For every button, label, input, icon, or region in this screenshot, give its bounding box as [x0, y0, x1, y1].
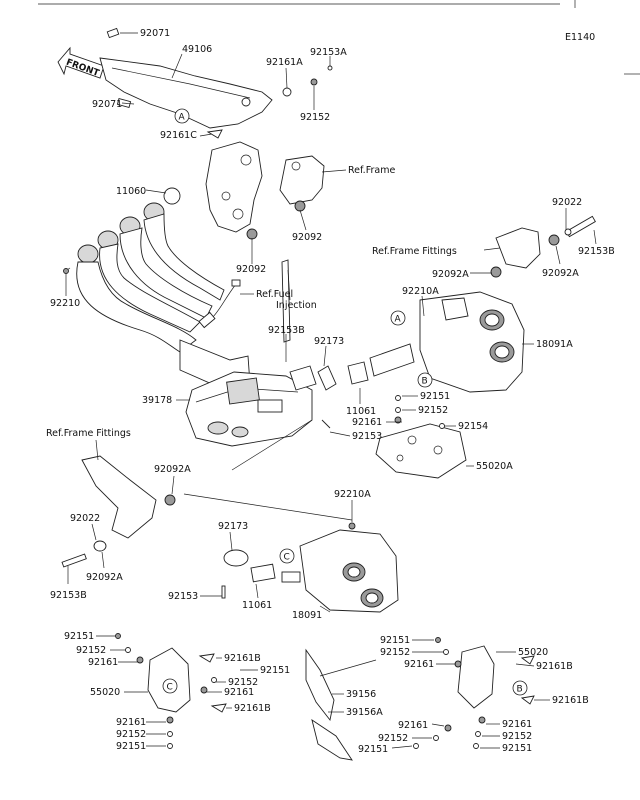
callout-a-1-text: A: [179, 113, 186, 123]
callout-a-2: A: [390, 310, 406, 326]
callout-c-2-text: C: [167, 683, 173, 693]
label-92151-right-2: 92151: [358, 744, 388, 755]
label-92153-mid: 92153: [352, 431, 382, 442]
cover-55020-left: [115, 633, 227, 749]
label-92161b-left-1: 92161B: [224, 653, 261, 664]
label-ref-frame: Ref.Frame: [348, 165, 395, 176]
label-ref-frame-fittings-lower: Ref.Frame Fittings: [46, 428, 131, 439]
label-92161b-right-1: 92161B: [536, 661, 573, 672]
leader-lines: [65, 32, 597, 749]
label-39178: 39178: [142, 395, 172, 406]
label-92151-left-3: 92151: [116, 741, 146, 752]
label-92092a-right: 92092A: [542, 268, 579, 279]
connector-pipe-upper: [347, 343, 415, 385]
label-92092a-mid: 92092A: [432, 269, 469, 280]
label-92092-right: 92092: [292, 232, 322, 243]
label-11060: 11060: [116, 186, 146, 197]
label-92161b-left-2: 92161B: [234, 703, 271, 714]
label-92151-left-2: 92151: [260, 665, 290, 676]
label-92151-right-1: 92151: [380, 635, 410, 646]
label-92173-upper: 92173: [314, 336, 344, 347]
label-92151-mid: 92151: [420, 391, 450, 402]
label-92153-lower: 92153: [168, 591, 198, 602]
callout-b-1-text: B: [422, 377, 428, 387]
callout-a-2-text: A: [395, 315, 402, 325]
label-55020-left: 55020: [90, 687, 120, 698]
label-ref-fuel: Ref.Fuel: [256, 289, 293, 300]
label-18091: 18091: [292, 610, 322, 621]
label-92210a-upper: 92210A: [402, 286, 439, 297]
label-92022-lower: 92022: [70, 513, 100, 524]
label-92152-right-3: 92152: [502, 731, 532, 742]
label-92161-right-2: 92161: [398, 720, 428, 731]
label-92161c: 92161C: [160, 130, 197, 141]
callout-c-1: C: [279, 548, 295, 564]
label-92151-right-3: 92151: [502, 743, 532, 754]
frame-fittings-lower: [61, 455, 176, 568]
label-92022-upper: 92022: [552, 197, 582, 208]
label-92161-right-1: 92161: [404, 659, 434, 670]
label-92153a: 92153A: [310, 47, 347, 58]
label-92071-bottom: 92071: [92, 99, 122, 110]
label-92152-right-2: 92152: [378, 733, 408, 744]
callout-b-2: B: [512, 680, 528, 696]
label-18091a: 18091A: [536, 339, 573, 350]
catalyst-chamber: [185, 259, 337, 447]
label-92161-left-2: 92161: [224, 687, 254, 698]
label-92210a-lower: 92210A: [334, 489, 371, 500]
heat-shields-lower: [305, 637, 535, 761]
label-92154: 92154: [458, 421, 488, 432]
label-92092a-bottom: 92092A: [86, 572, 123, 583]
label-92173-lower: 92173: [218, 521, 248, 532]
label-92152-left-3: 92152: [116, 729, 146, 740]
label-92152-top: 92152: [300, 112, 330, 123]
label-92161-mid: 92161: [352, 417, 382, 428]
label-92153b-upper: 92153B: [578, 246, 615, 257]
label-92092-left: 92092: [236, 264, 266, 275]
label-49106: 49106: [182, 44, 212, 55]
label-92161-left-1: 92161: [88, 657, 118, 668]
label-92151-left-1: 92151: [64, 631, 94, 642]
label-ref-frame-fittings-upper: Ref.Frame Fittings: [372, 246, 457, 257]
label-92161-left-3: 92161: [116, 717, 146, 728]
frame-bracket: [205, 141, 325, 240]
label-92161b-right-2: 92161B: [552, 695, 589, 706]
front-arrow-icon: FRONT: [57, 46, 105, 79]
label-92210: 92210: [50, 298, 80, 309]
label-92152-left-2: 92152: [228, 677, 258, 688]
label-92153b-lower: 92153B: [50, 590, 87, 601]
label-39156: 39156: [346, 689, 376, 700]
label-92152-mid: 92152: [418, 405, 448, 416]
label-ref-fuel-injection: Injection: [276, 300, 317, 311]
heat-guard-cover: [99, 27, 333, 139]
cover-55020a: [375, 395, 467, 479]
label-92152-right-1: 92152: [380, 647, 410, 658]
o2-sensor: [198, 279, 241, 329]
label-92092a-lower: 92092A: [154, 464, 191, 475]
muffler-upper: [419, 291, 525, 393]
label-11061-lower: 11061: [242, 600, 272, 611]
callout-b-2-text: B: [517, 685, 523, 695]
label-92153b-mid: 92153B: [268, 325, 305, 336]
muffler-lower: [299, 522, 399, 613]
label-92152-left-1: 92152: [76, 645, 106, 656]
label-11061-upper: 11061: [346, 406, 376, 417]
connector-pipe-lower: [221, 549, 301, 599]
label-39156a: 39156A: [346, 707, 383, 718]
callout-b-1: B: [417, 372, 433, 388]
callout-c-1-text: C: [284, 553, 290, 563]
callout-a-1: A: [174, 108, 190, 124]
label-92161a: 92161A: [266, 57, 303, 68]
diagram-code: E1140: [565, 32, 595, 43]
callout-c-2: C: [162, 678, 178, 694]
label-92161-right-3: 92161: [502, 719, 532, 730]
label-55020a: 55020A: [476, 461, 513, 472]
label-55020-right: 55020: [518, 647, 548, 658]
frame-fittings-upper: [490, 215, 596, 278]
label-92071-top: 92071: [140, 28, 170, 39]
